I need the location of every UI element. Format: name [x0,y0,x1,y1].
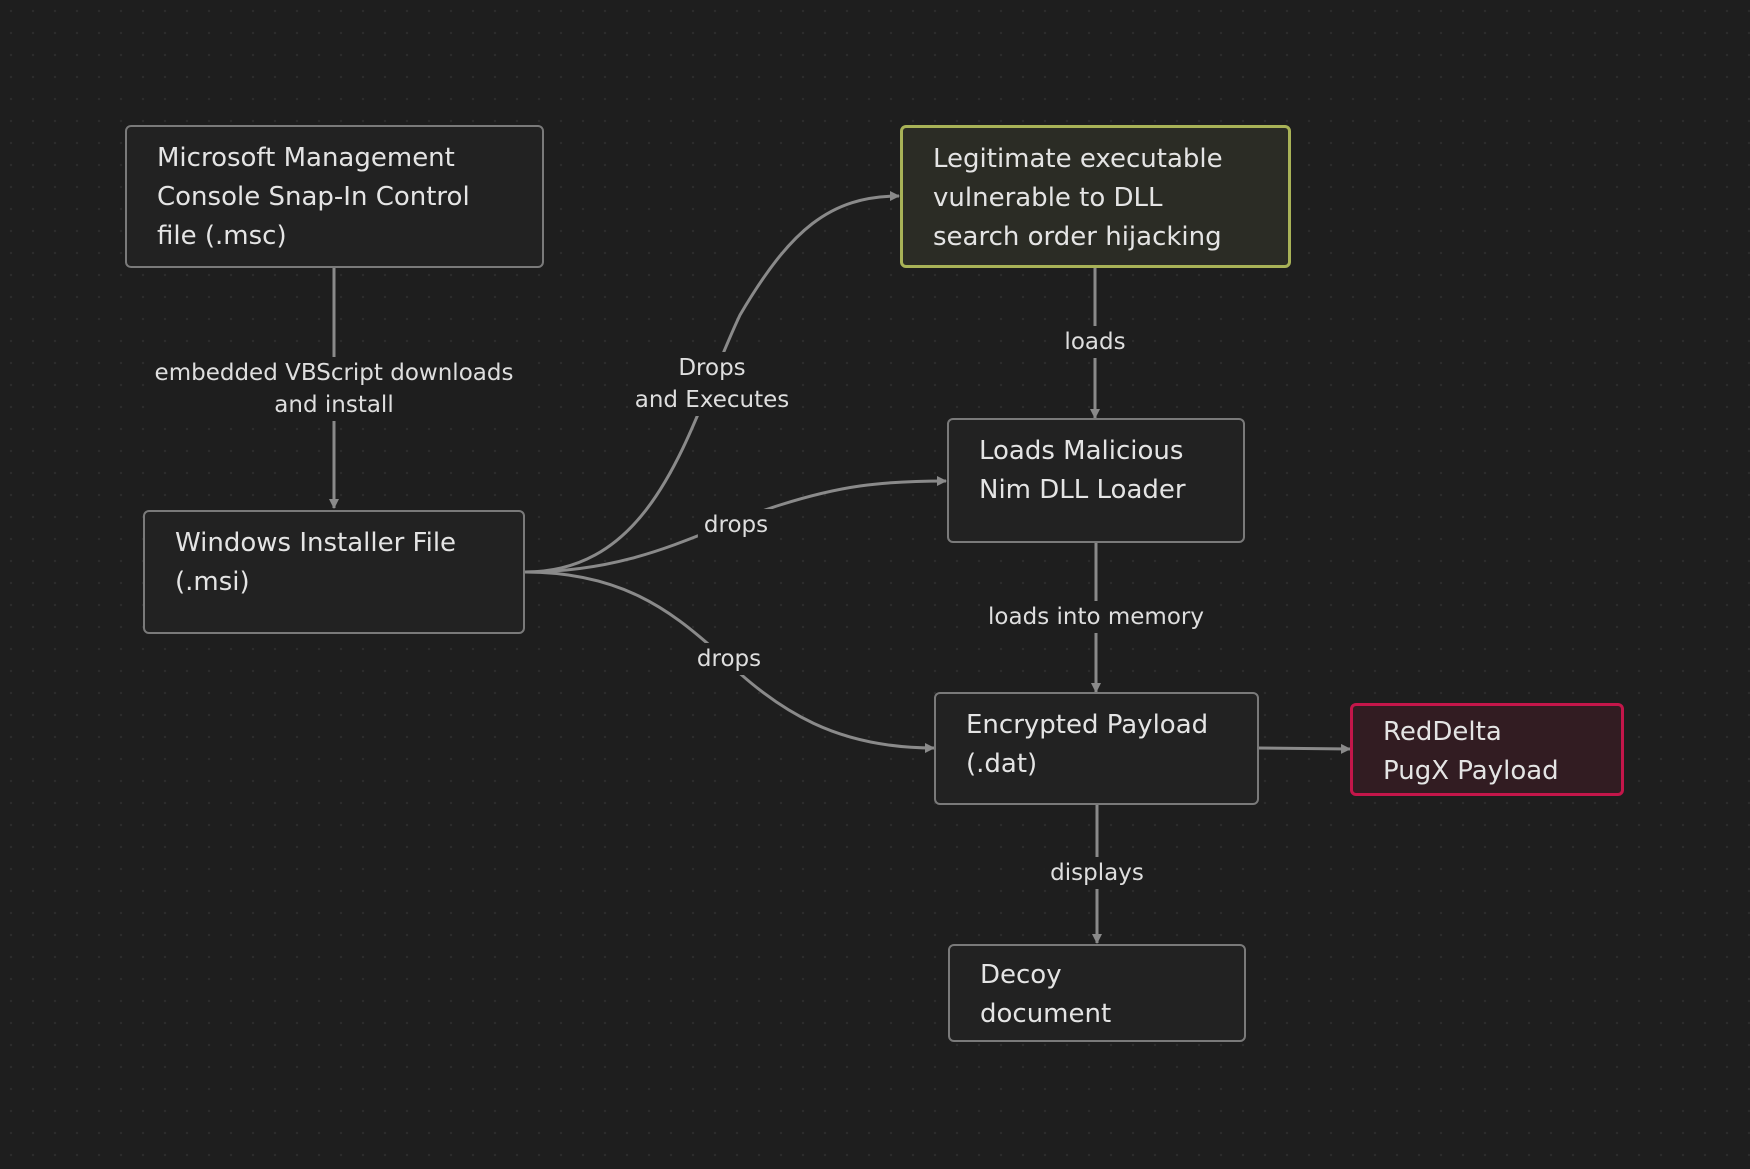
node-encrypted-payload: Encrypted Payload (.dat) [934,692,1259,805]
node-nim-dll-loader: Loads Malicious Nim DLL Loader [947,418,1245,543]
label-msi-to-payload: drops [690,643,768,675]
node-pugx-payload: RedDelta PugX Payload [1350,703,1624,796]
node-legitimate-executable: Legitimate executable vulnerable to DLL … [900,125,1291,268]
label-msc-to-msi: embedded VBScript downloads and install [148,357,520,421]
label-payload-to-decoy: displays [1044,857,1150,889]
node-decoy-document: Decoy document [948,944,1246,1042]
node-msi-file: Windows Installer File (.msi) [143,510,525,634]
label-msi-to-loader: drops [697,509,775,541]
edge-msi-to-loader [524,476,947,574]
edge-msi-to-exe [524,191,900,574]
edge-payload-to-pugx [1257,743,1351,754]
label-exe-to-loader: loads [1058,326,1132,358]
label-loader-to-payload: loads into memory [982,601,1210,633]
label-msi-to-exe: Drops and Executes [628,352,796,416]
node-msc-file: Microsoft Management Console Snap-In Con… [125,125,544,268]
